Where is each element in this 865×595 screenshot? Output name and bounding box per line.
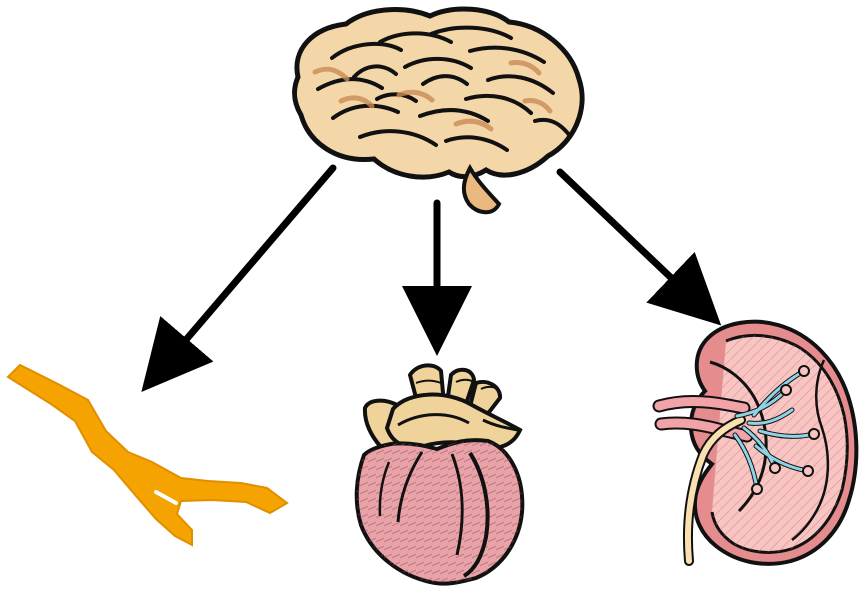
- blood-vessel-icon: [8, 365, 287, 545]
- kidney-icon: [659, 322, 856, 564]
- heart-node: [357, 365, 523, 583]
- arrow-brain-to-vessel: [155, 168, 333, 376]
- heart-icon: [357, 365, 523, 583]
- arrows: [155, 168, 706, 376]
- brain-icon: [294, 9, 582, 212]
- blood-vessel-node: [8, 365, 287, 545]
- brain-node: [294, 9, 582, 212]
- arrow-brain-to-kidney: [560, 172, 706, 311]
- kidney-node: [659, 322, 856, 564]
